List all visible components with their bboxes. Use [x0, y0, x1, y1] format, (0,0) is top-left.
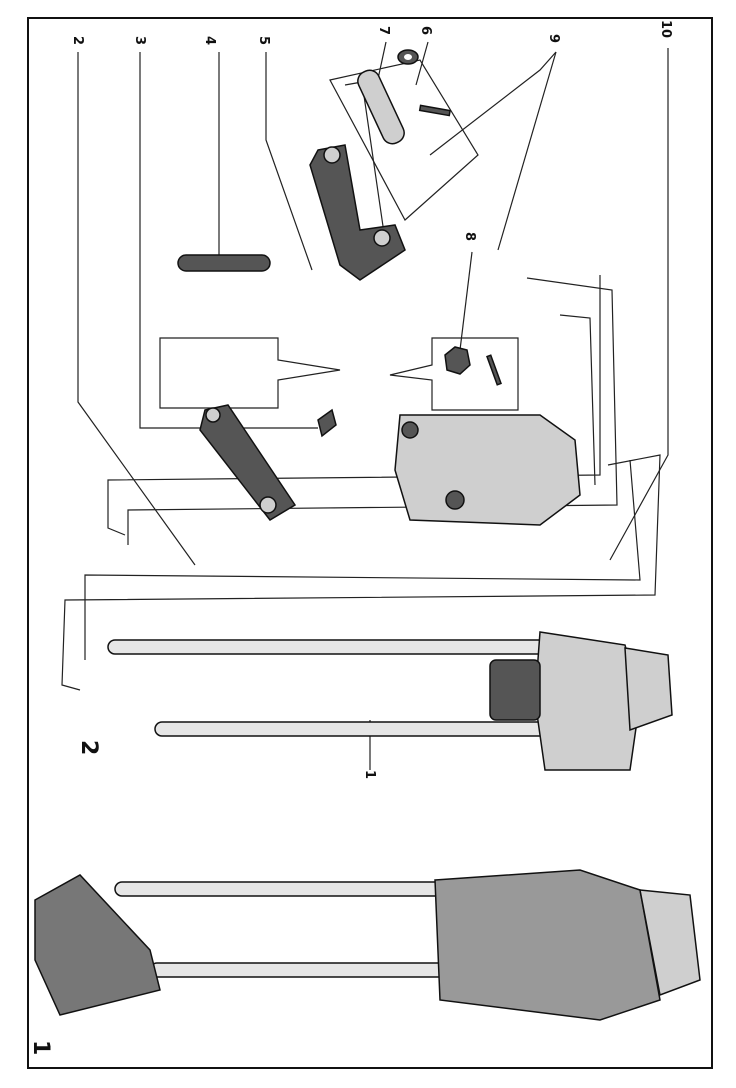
part-washer-6	[397, 49, 419, 65]
svg-text:6: 6	[418, 26, 433, 35]
svg-text:5: 5	[256, 36, 271, 45]
callout-2: 2	[70, 36, 85, 45]
part-bracket-2	[199, 404, 297, 521]
part-lever-5	[309, 144, 406, 281]
callout-7: 7	[376, 26, 391, 35]
part-shaft-7	[357, 69, 405, 145]
svg-text:7: 7	[376, 26, 391, 35]
callout-10: 10	[658, 20, 673, 38]
svg-text:2: 2	[70, 36, 85, 45]
callout-5: 5	[256, 36, 271, 45]
part-housing-10	[394, 414, 581, 526]
part-cotter-9b	[486, 354, 502, 386]
svg-text:2: 2	[76, 740, 101, 755]
part-nut-8	[444, 346, 471, 375]
figure-frame	[27, 17, 713, 1069]
assembly-fig1	[34, 869, 701, 1021]
callout-9: 9	[546, 34, 561, 43]
svg-text:4: 4	[202, 36, 217, 45]
figure-label-2: 2	[76, 740, 101, 755]
part-cotter-9a	[418, 104, 451, 117]
svg-text:1: 1	[28, 1040, 53, 1055]
svg-text:9: 9	[546, 34, 561, 43]
part-pin-4	[177, 254, 271, 272]
callout-6: 6	[418, 26, 433, 35]
svg-text:3: 3	[132, 36, 147, 45]
callout-1: 1	[362, 770, 377, 779]
assembly-fig2	[107, 631, 673, 771]
callout-4: 4	[202, 36, 217, 45]
part-key-3	[317, 408, 337, 438]
callout-8: 8	[462, 232, 477, 241]
svg-text:1: 1	[362, 770, 377, 779]
figure-label-1: 1	[28, 1040, 53, 1055]
svg-text:10: 10	[658, 20, 673, 38]
callout-3: 3	[132, 36, 147, 45]
leader-lines	[61, 41, 669, 770]
svg-text:8: 8	[462, 232, 477, 241]
